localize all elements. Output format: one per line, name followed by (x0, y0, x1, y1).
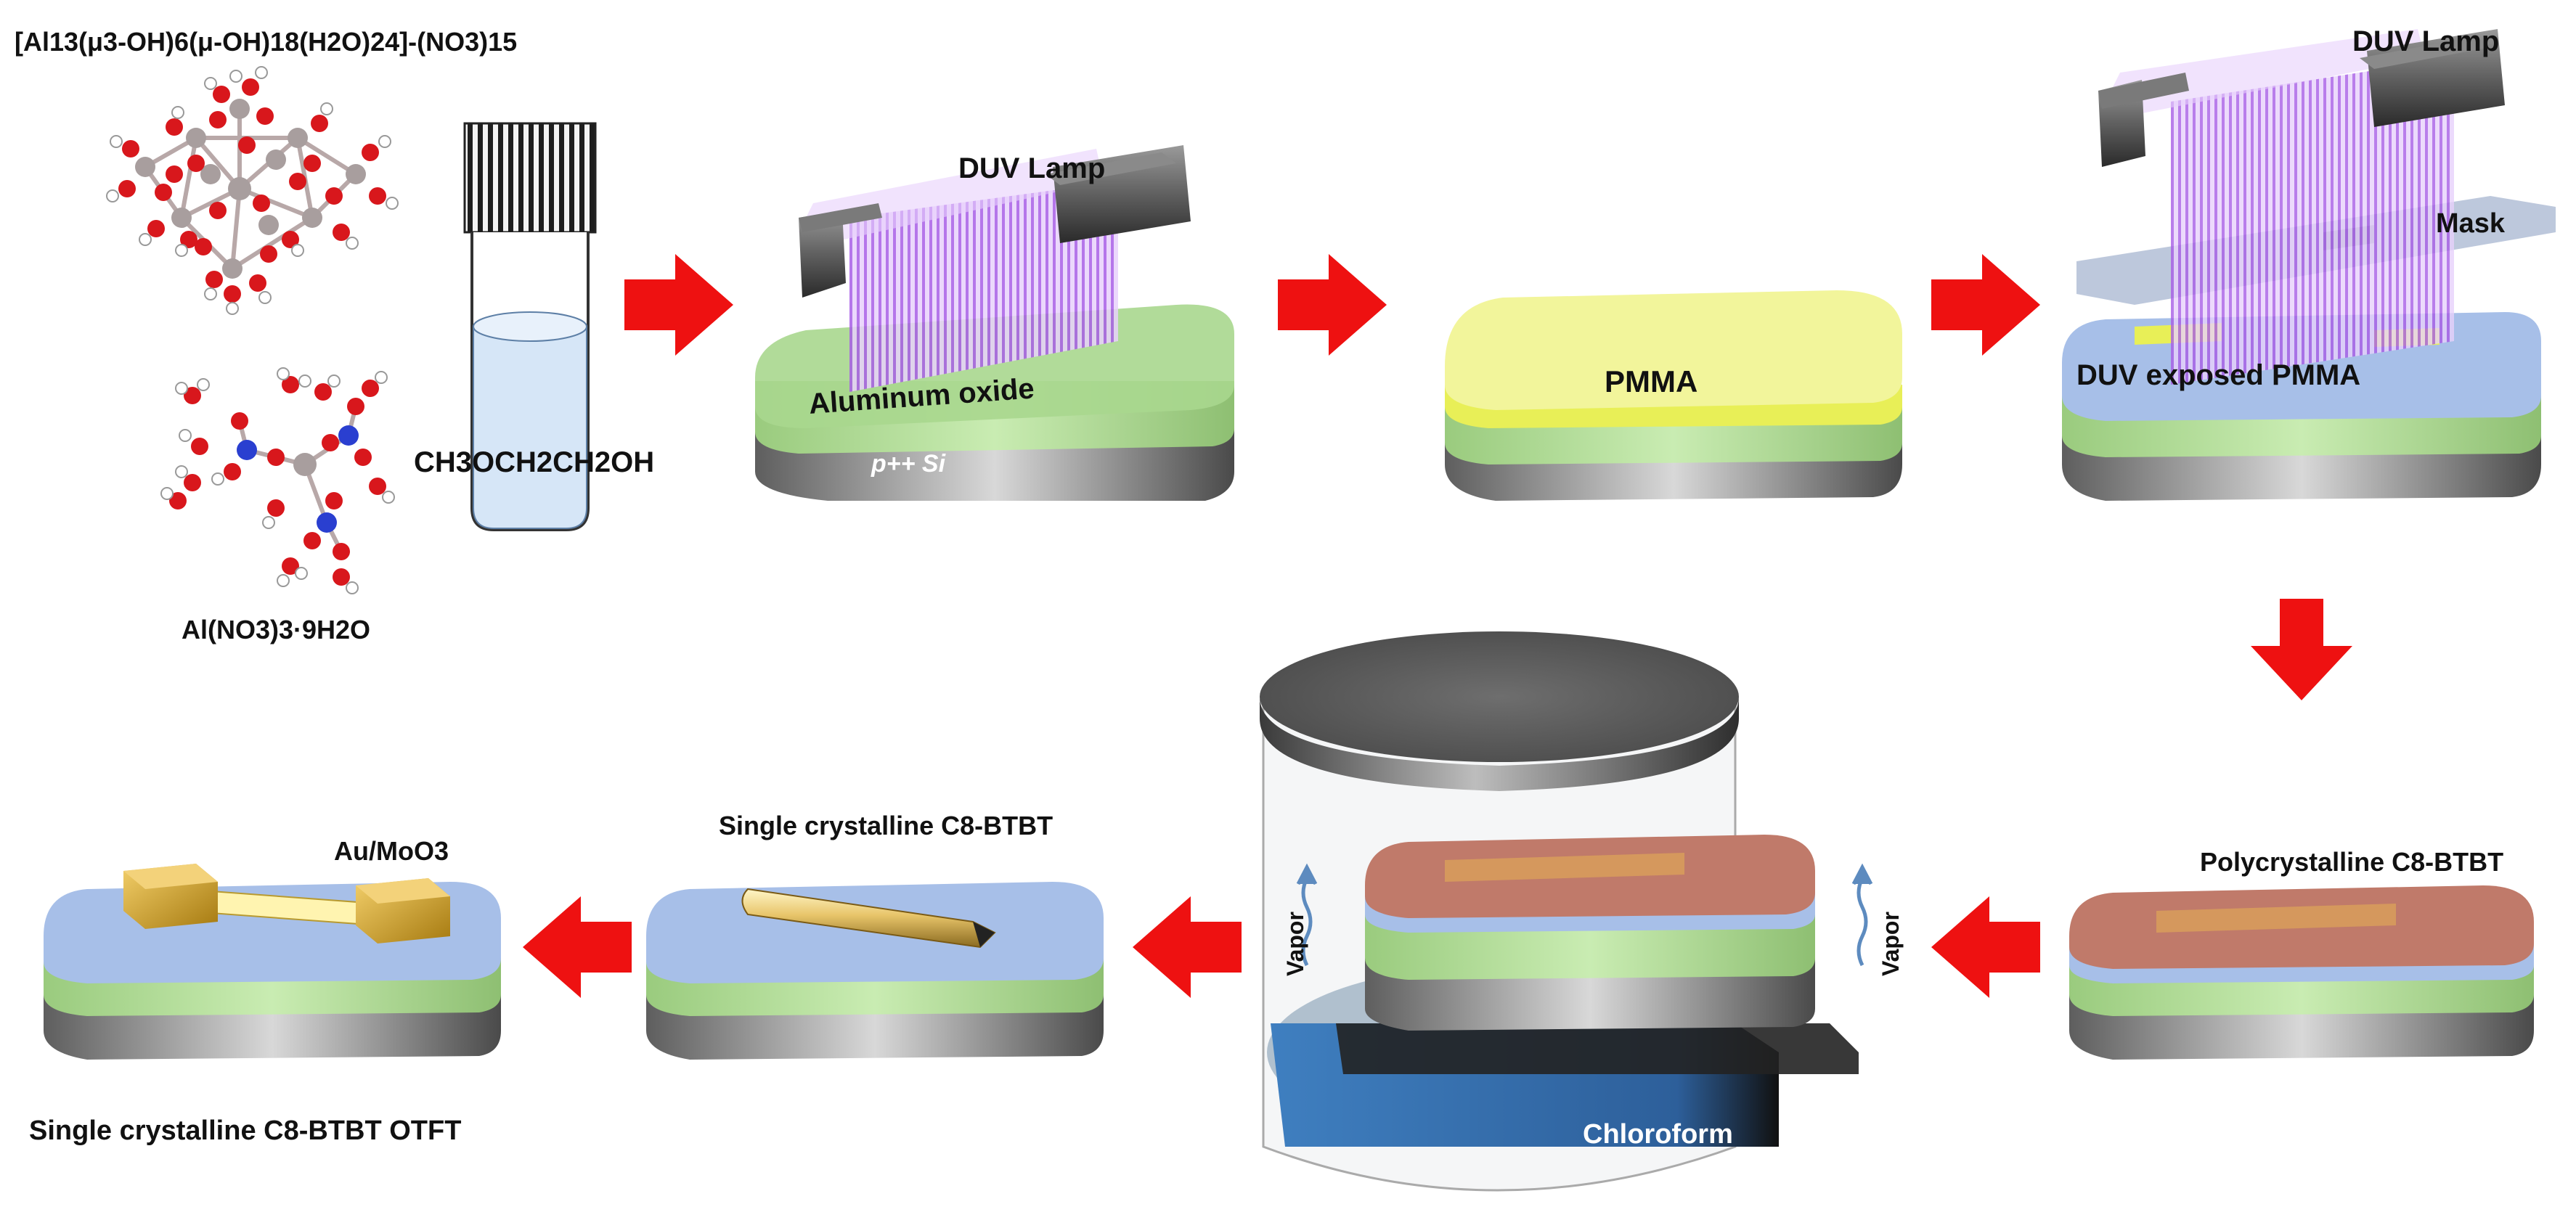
step-pmma: PMMA (1445, 290, 1902, 501)
pmma-label: PMMA (1605, 364, 1697, 398)
aluminum-nitrate-molecule (160, 367, 395, 594)
step-polycrystalline: Polycrystalline C8-BTBT (2069, 847, 2534, 1060)
arrow-left-3 (523, 896, 632, 998)
polycrystalline-label: Polycrystalline C8-BTBT (2200, 847, 2503, 877)
arrow-right-2 (1278, 254, 1387, 356)
arrow-left-2 (1133, 896, 1242, 998)
duv-lamp-label-2: DUV Lamp (2352, 25, 2499, 57)
psi-label: p++ Si (871, 450, 947, 478)
step-single-crystalline: Single crystalline C8-BTBT (646, 811, 1104, 1060)
al13-cluster-molecule (106, 66, 399, 315)
duv-lamp-2 (2098, 29, 2505, 167)
arrow-right-3 (1931, 254, 2040, 356)
step-duv-oxide: DUV Lamp Aluminum oxide p++ Si (755, 145, 1234, 501)
duv-lamp-label-1: DUV Lamp (958, 152, 1105, 184)
uv-beams-2 (2171, 58, 2454, 385)
nitrate-formula: Al(NO3)3·9H2O (182, 615, 370, 644)
duv-exposed-pmma-label: DUV exposed PMMA (2076, 359, 2360, 391)
precursor-panel: [Al13(μ3-OH)6(μ-OH)18(H2O)24]-(NO3)15 (15, 27, 654, 644)
otft-title: Single crystalline C8-BTBT OTFT (29, 1116, 461, 1146)
step-vapor-annealing: Chloroform Vapor Vapor (1260, 631, 1904, 1192)
au-moo3-electrode-left (123, 864, 218, 929)
duv-lamp-1 (799, 145, 1191, 298)
au-moo3-electrode-right (356, 878, 450, 943)
electrode-label: Au/MoO3 (334, 836, 449, 866)
process-arrows (523, 254, 2352, 998)
step-duv-mask: DUV Lamp Mask DUV exposed PMMA (2062, 25, 2556, 501)
jar-lid (1260, 631, 1739, 762)
vapor-arrow-right (1851, 863, 1873, 967)
step-device: Au/MoO3 Single crystalline C8-BTBT OTFT (29, 836, 501, 1146)
solvent-vial (463, 122, 597, 531)
cluster-formula: [Al13(μ3-OH)6(μ-OH)18(H2O)24]-(NO3)15 (15, 27, 517, 57)
chloroform-label: Chloroform (1583, 1119, 1733, 1150)
arrow-down (2251, 599, 2352, 700)
arrow-left-1 (1931, 896, 2040, 998)
mask-label: Mask (2436, 208, 2506, 239)
vapor-arrow-left (1296, 863, 1318, 967)
arrow-right-1 (624, 254, 733, 356)
single-crystalline-label: Single crystalline C8-BTBT (719, 811, 1053, 840)
vapor-label-left: Vapor (1282, 912, 1308, 976)
vapor-label-right: Vapor (1878, 912, 1904, 976)
uv-beams (849, 181, 1118, 392)
solvent-formula: CH3OCH2CH2OH (414, 446, 654, 478)
